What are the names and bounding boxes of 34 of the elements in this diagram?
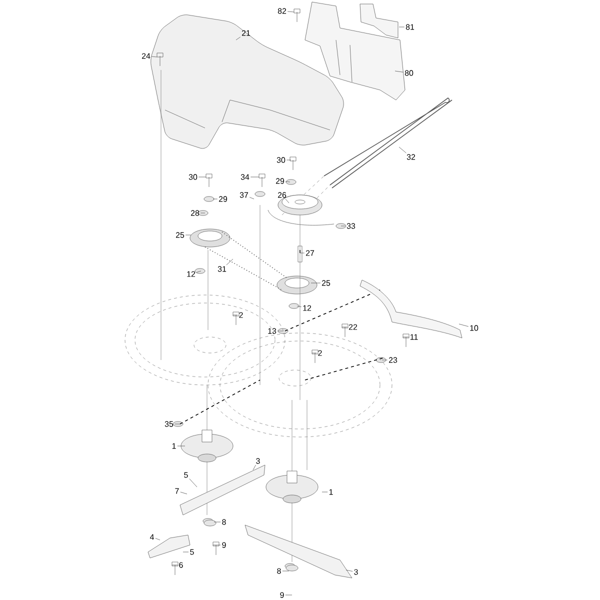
leader-line [172,564,178,566]
leader-line [151,56,158,58]
leader-line [398,26,405,28]
leader-line [287,11,294,12]
leader-line [312,352,317,354]
leader-line [236,36,241,40]
leader-line [249,197,254,200]
leader-line [155,538,160,540]
leader-line [226,258,234,266]
leader-line [296,306,302,308]
leader-line [200,212,206,214]
leader-line [212,198,218,200]
leader-line [198,176,206,178]
leader-line [300,252,305,254]
leader-line [458,324,469,327]
leader-line [180,492,188,494]
leader-line [398,146,406,154]
leader-line [282,570,290,572]
leader-line [277,330,284,332]
leader-line [285,594,292,596]
leader-line [310,282,321,284]
leader-line [402,336,409,338]
leader-line [252,464,256,470]
leader-line [342,326,348,328]
leader-line [285,198,290,204]
leader-line [185,234,192,236]
leader-line [212,544,221,546]
leader-line [196,270,202,273]
leader-line [189,478,198,488]
leader-line [232,314,238,316]
leader-line [394,70,404,72]
leader-line [285,181,290,182]
leader-line [346,570,353,572]
leader-line [250,176,260,178]
